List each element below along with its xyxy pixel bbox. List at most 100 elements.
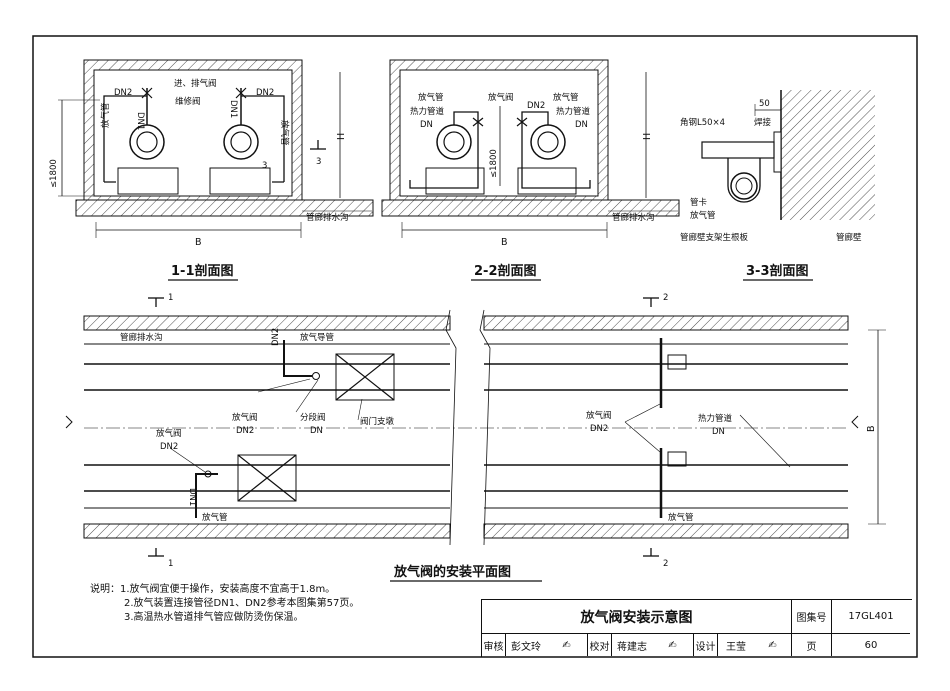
- title-plan-view: 放气阀的安装平面图: [393, 564, 511, 580]
- label-guide-pipe: 放气导管: [300, 332, 334, 343]
- label-vent-valve-b-dn: DN2: [160, 442, 178, 452]
- label-b-1-1: B: [195, 237, 202, 248]
- check-label: 校对: [588, 634, 612, 656]
- label-cut2-top: 2: [663, 293, 668, 303]
- page-label: 页: [792, 634, 832, 656]
- label-vent-pipe-r-2-2: 放气管: [553, 92, 579, 103]
- note-1: 说明：1.放气阀宜便于操作，安装高度不宜高于1.8m。: [90, 584, 336, 595]
- label-angle-steel: 角钢L50×4: [680, 117, 725, 128]
- label-heat-pipe-plan: 热力管道: [698, 413, 733, 424]
- label-root-plate: 管廊壁支架生根板: [680, 232, 749, 243]
- label-dn1-right: DN1: [228, 100, 238, 118]
- vent-pipe-bottom-plan: [195, 473, 218, 518]
- plan-bottom-wall: [83, 523, 451, 539]
- section-3-3: 50 角钢L50×4 焊接 管卡 放气管 管廊壁支架生根板 管廊壁 3-3剖面图: [680, 90, 875, 281]
- reviewer: 彭文玲: [511, 641, 541, 653]
- label-b-plan: B: [866, 425, 877, 432]
- title-section-3-3: 3-3剖面图: [746, 263, 809, 279]
- label-cut1-top: 1: [168, 293, 173, 303]
- vent-loop-left: [409, 111, 479, 189]
- label-section-valve: 分段阀: [300, 412, 326, 423]
- atlas-no: 17GL401: [832, 600, 910, 634]
- label-section-valve-dn: DN: [310, 426, 323, 436]
- label-dn-l-2-2: DN: [420, 120, 433, 130]
- vent-pipe-left-1-1: [103, 95, 147, 183]
- label-cut3-a: 3: [262, 161, 267, 171]
- tunnel-wall-2-2: [389, 59, 609, 201]
- vent-pipe-right-1-1: [241, 95, 285, 183]
- page-no: 60: [864, 639, 878, 651]
- angle-steel: [701, 141, 775, 159]
- heat-pipe-right-2-2: [530, 124, 566, 160]
- drawing-title: 放气阀安装示意图: [482, 600, 792, 634]
- label-dn1-left: DN1: [135, 112, 145, 130]
- plan-view: 1 1 2 2 管廊排水沟 放气导管 DN2 放气阀 DN2 分段阀 DN 阀门…: [65, 293, 886, 582]
- label-vent-pipe-b: 放气管: [202, 512, 228, 523]
- label-b-2-2: B: [501, 237, 508, 248]
- label-dn2-2-2: DN2: [527, 101, 545, 111]
- designer: 王莹: [726, 641, 746, 653]
- section-valve-top: [335, 353, 395, 401]
- note-3: 3.高温热水管道排气管应做防烫伤保温。: [124, 612, 304, 623]
- section-valve-bottom: [237, 454, 297, 502]
- label-vent-valve-c: 放气阀: [586, 410, 612, 421]
- title-section-1-1: 1-1剖面图: [171, 263, 234, 279]
- notes: 说明：1.放气阀宜便于操作，安装高度不宜高于1.8m。 2.放气装置连接管径DN…: [90, 583, 359, 625]
- label-vent-pipe-left: 放气管: [100, 102, 111, 128]
- label-vent-valve-b: 放气阀: [156, 428, 182, 439]
- label-vent-pipe-right: 放气管: [279, 120, 290, 146]
- floor-slab-1-1: [75, 199, 374, 217]
- valve-support-bottom: [237, 454, 297, 502]
- label-weld: 焊接: [754, 117, 772, 128]
- valve-support-top: [335, 353, 395, 401]
- label-dn2-right: DN2: [256, 88, 274, 98]
- label-vent-valve-c-dn: DN2: [590, 424, 608, 434]
- label-vent-pipe-c: 放气管: [668, 512, 694, 523]
- pipe-support-right: [209, 167, 271, 195]
- vent-loop-right: [521, 111, 591, 189]
- section-2-2: 放气管 放气阀 DN2 放气管 热力管道 DN 热力管道 DN ≤1800 H …: [381, 59, 680, 281]
- label-cut2-bot: 2: [663, 559, 668, 569]
- root-plate: [773, 131, 782, 173]
- title-block: 放气阀安装示意图 图集号 17GL401 审核 彭文玲 ✍ 校对 蒋建志 ✍ 设…: [481, 599, 912, 657]
- label-vent-valve-a: 放气阀: [232, 412, 258, 423]
- label-cut3-b: 3: [316, 157, 321, 167]
- label-dn2-up: DN2: [271, 328, 281, 346]
- reviewer-signature: ✍: [546, 634, 588, 656]
- label-drain-plan: 管廊排水沟: [120, 332, 163, 343]
- label-heat-pipe-r-2-2: 热力管道: [556, 106, 591, 117]
- label-vent-valve-2-2: 放气阀: [488, 92, 514, 103]
- label-h-2-2: H: [642, 133, 653, 140]
- label-drain-1-1: 管廊排水沟: [306, 212, 349, 223]
- designer-signature: ✍: [754, 634, 792, 656]
- drawing-frame: [32, 35, 918, 658]
- label-wall-3-3: 管廊壁: [836, 232, 862, 243]
- heat-pipe-right: [223, 124, 259, 160]
- label-vent-pipe-3-3: 放气管: [690, 210, 716, 221]
- review-label: 审核: [482, 634, 506, 656]
- checker: 蒋建志: [617, 641, 647, 653]
- label-maint-valve: 维修阀: [175, 96, 201, 107]
- vent-guide-pipe: [283, 340, 312, 377]
- label-valve-in-out: 进、排气阀: [174, 78, 217, 89]
- design-label: 设计: [694, 634, 718, 656]
- heat-pipe-left-2-2: [436, 124, 472, 160]
- note-2: 2.放气装置连接管径DN1、DN2参考本图集第57页。: [124, 598, 360, 609]
- label-heat-pipe-dn: DN: [712, 427, 725, 437]
- plan-top-wall: [83, 315, 451, 331]
- label-height-limit-1-1: ≤1800: [49, 159, 59, 188]
- label-dim50: 50: [759, 99, 770, 109]
- wall-3-3: [781, 90, 875, 220]
- label-vent-pipe-l-2-2: 放气管: [418, 92, 444, 103]
- label-dn2-left: DN2: [114, 88, 132, 98]
- label-dn1-plan: DN1: [187, 488, 197, 506]
- pipe-clamp: [727, 158, 761, 203]
- label-heat-pipe-l-2-2: 热力管道: [410, 106, 445, 117]
- label-h-1-1: H: [336, 133, 347, 140]
- section-1-1: 进、排气阀 DN2 DN2 维修阀 DN1 DN1 放气管 放气管 ≤1800 …: [49, 59, 374, 281]
- pipe-support-left: [117, 167, 179, 195]
- floor-slab-2-2: [381, 199, 680, 217]
- label-vent-valve-a-dn: DN2: [236, 426, 254, 436]
- atlas-label: 图集号: [792, 600, 832, 634]
